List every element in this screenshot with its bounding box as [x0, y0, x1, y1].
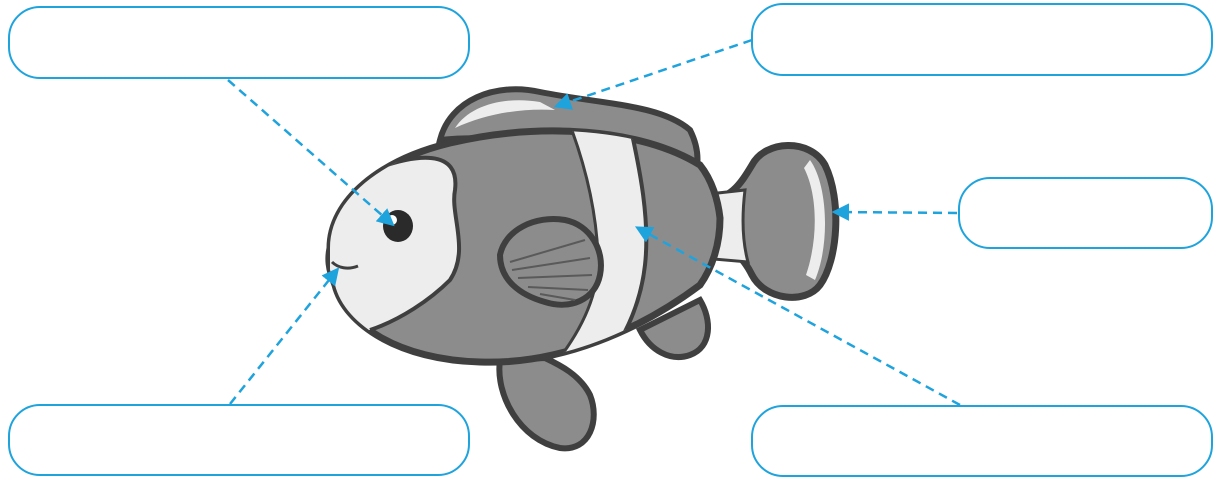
pointer-line-top-left: [228, 80, 392, 224]
label-box-top-right[interactable]: [751, 3, 1213, 76]
pointer-line-bottom-left: [230, 270, 337, 404]
eye: [383, 210, 413, 242]
pointer-line-mid-right: [835, 212, 957, 213]
pelvic-fin: [499, 358, 593, 448]
label-box-bottom-right[interactable]: [751, 405, 1213, 477]
pointer-line-top-right: [557, 40, 752, 106]
label-box-top-left[interactable]: [8, 6, 470, 79]
label-box-bottom-left[interactable]: [8, 404, 470, 476]
label-box-mid-right[interactable]: [958, 177, 1213, 249]
